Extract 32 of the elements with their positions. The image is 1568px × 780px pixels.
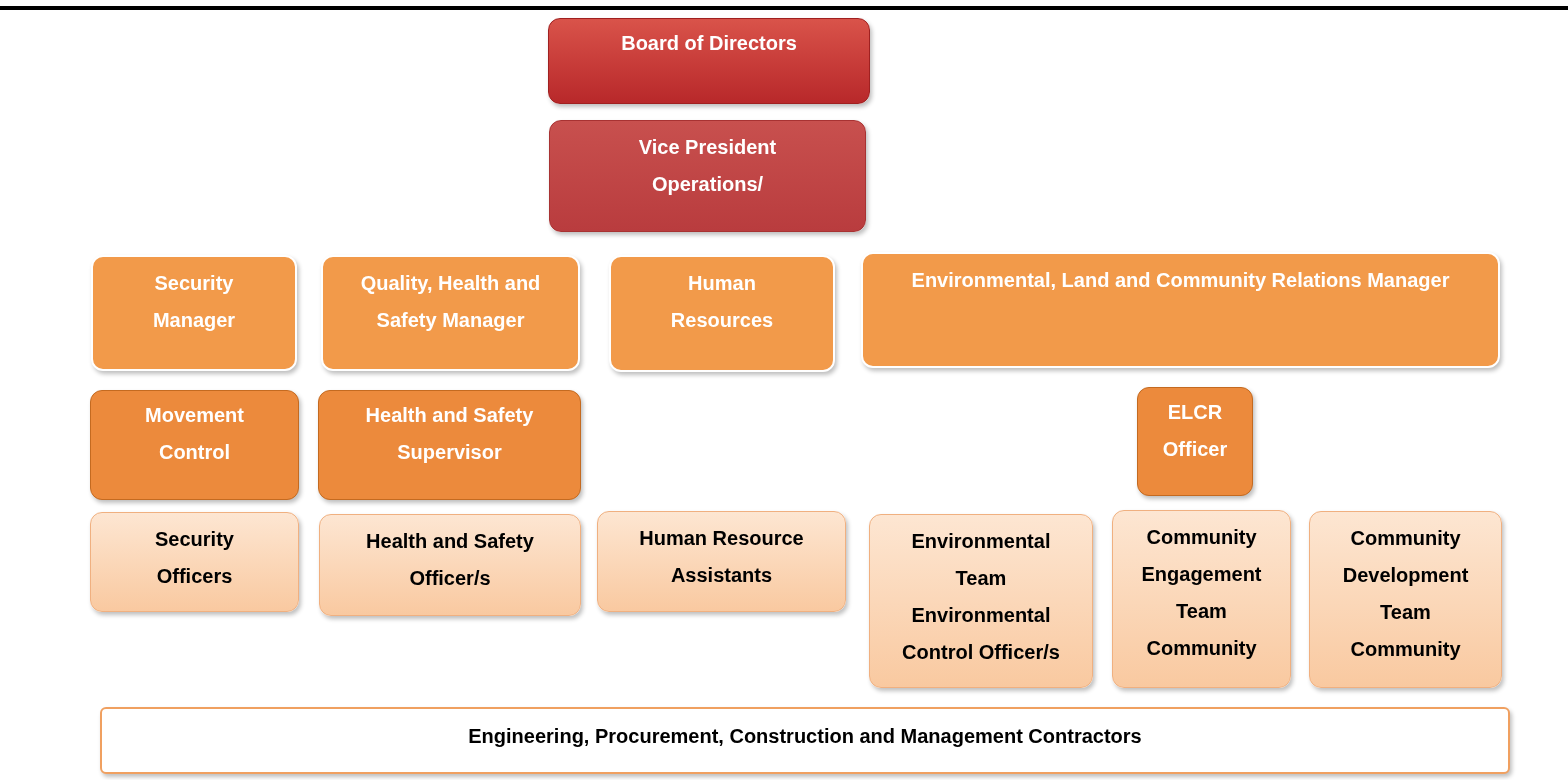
- executive-box: [548, 18, 870, 104]
- staff-box: [597, 511, 846, 612]
- supervisor-box: [1137, 387, 1253, 496]
- role-title: Board of Directors: [621, 31, 797, 56]
- manager-box: [861, 252, 1500, 368]
- staff-box: [90, 512, 299, 612]
- manager-box: [91, 255, 297, 371]
- role-title: Community Engagement Team Community: [1140, 525, 1263, 661]
- contractor-band: [100, 707, 1510, 774]
- role-title: Security Officers: [154, 527, 235, 589]
- executive-box: [549, 120, 866, 232]
- role-title: Environmental, Land and Community Relations Manager: [911, 268, 1450, 293]
- role-title: Movement Control: [144, 403, 245, 465]
- role-title: Health and Safety Officer/s: [365, 529, 535, 591]
- role-title: Engineering, Procurement, Construction and Management Contractors: [468, 724, 1142, 749]
- staff-box: [1112, 510, 1291, 688]
- role-title: Human Resources: [669, 271, 775, 333]
- manager-box: [609, 255, 835, 372]
- role-title: ELCR Officer: [1161, 400, 1229, 462]
- role-title: Health and Safety Supervisor: [364, 403, 535, 465]
- role-title: Environmental Team Environmental Control Officer/s: [901, 529, 1061, 665]
- supervisor-box: [90, 390, 299, 500]
- staff-box: [869, 514, 1093, 688]
- role-title: Human Resource Assistants: [638, 526, 805, 588]
- role-title: Vice President Operations/: [637, 135, 778, 197]
- staff-box: [1309, 511, 1502, 688]
- staff-box: [319, 514, 581, 616]
- supervisor-box: [318, 390, 581, 500]
- manager-box: [321, 255, 580, 371]
- role-title: Security Manager: [151, 271, 237, 333]
- role-title: Quality, Health and Safety Manager: [359, 271, 542, 333]
- role-title: Community Development Team Community: [1341, 526, 1470, 662]
